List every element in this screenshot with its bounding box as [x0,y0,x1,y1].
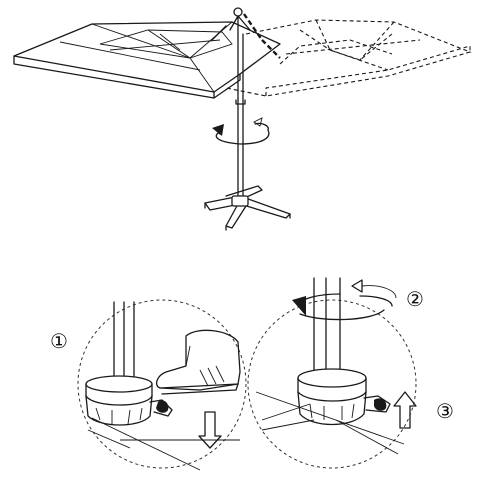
down-arrow-icon [198,411,222,449]
mast-pole [235,33,246,201]
rotate-arrow-icon [212,117,270,145]
detail-circle-left [77,299,247,469]
umbrella-overview [13,7,472,231]
canopy-dashed [225,13,472,97]
detail-step23: ② ③ [247,277,454,469]
step2-label: ② [406,287,424,311]
detail-step1: ① [50,299,247,471]
canopy-solid [13,21,281,99]
shoe [155,329,241,395]
up-arrow-icon [393,391,417,429]
cross-base [204,185,291,231]
mast-top [211,7,251,41]
rotate-arrow-icon [292,279,397,321]
step1-label: ① [50,329,68,353]
step3-label: ③ [436,399,454,423]
